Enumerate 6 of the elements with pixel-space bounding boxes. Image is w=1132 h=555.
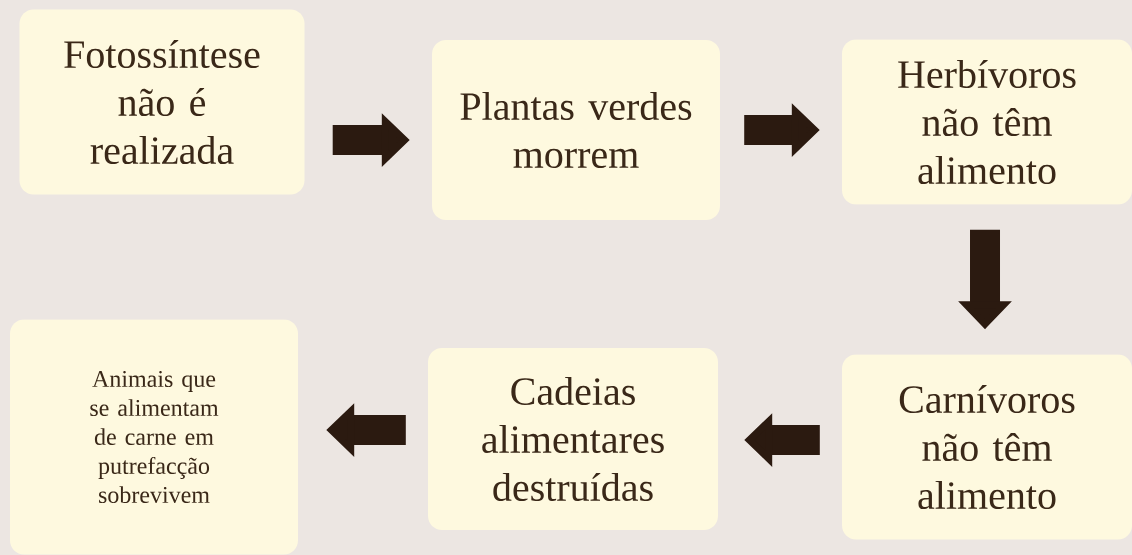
process-box: Animais que se alimentam de carne em putrefacção sobrevivem xyxy=(10,319,298,555)
process-box: Carnívoros não têm alimento xyxy=(842,354,1132,540)
process-box: Plantas verdes morrem xyxy=(432,40,720,220)
process-box: Cadeias alimentares destruídas xyxy=(428,348,718,530)
process-box: Herbívoros não têm alimento xyxy=(842,39,1132,205)
process-box: Fotossíntese não é realizada xyxy=(19,9,305,195)
